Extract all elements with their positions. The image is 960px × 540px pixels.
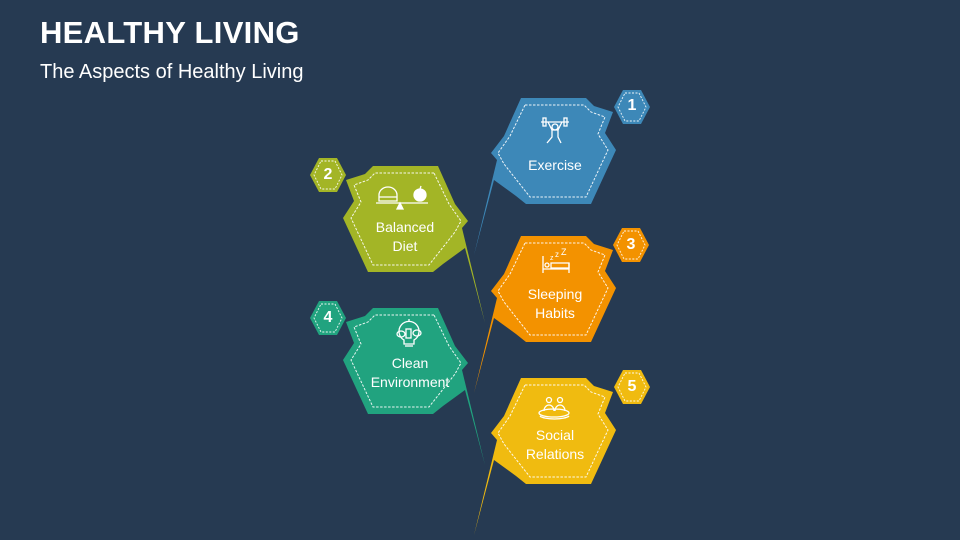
label-line: Clean [391, 355, 429, 371]
label-line: Environment [370, 374, 450, 390]
step-number-2: 2 [323, 166, 333, 183]
step-number-3: 3 [626, 236, 636, 253]
label-line: Sleeping [527, 286, 583, 302]
label-line: Balanced [375, 219, 435, 235]
step-number-1: 1 [627, 97, 637, 114]
eco-bulb-icon [396, 319, 422, 347]
balance-scale-food-icon [376, 185, 428, 210]
page-subtitle: The Aspects of Healthy Living [40, 61, 304, 83]
label-line: Habits [535, 305, 575, 321]
label-balanced-diet: Balanced Diet [345, 218, 465, 256]
label-line: Relations [525, 446, 585, 462]
label-line: Exercise [528, 157, 582, 173]
svg-text:z: z [550, 255, 554, 262]
people-group-icon [538, 396, 570, 420]
svg-text:Z: Z [561, 247, 567, 257]
label-line: Diet [392, 238, 418, 254]
label-sleeping-habits: Sleeping Habits [495, 285, 615, 323]
step-number-4: 4 [323, 309, 333, 326]
weightlifter-icon [541, 117, 569, 144]
label-exercise: Exercise [495, 156, 615, 175]
bed-sleep-icon: z z Z [542, 247, 570, 273]
svg-text:z: z [555, 250, 559, 259]
step-number-5: 5 [627, 378, 637, 395]
label-clean-environment: Clean Environment [350, 354, 470, 392]
label-line: Social [535, 427, 575, 443]
label-social-relations: Social Relations [495, 426, 615, 464]
page-title: HEALTHY LIVING [40, 15, 300, 50]
